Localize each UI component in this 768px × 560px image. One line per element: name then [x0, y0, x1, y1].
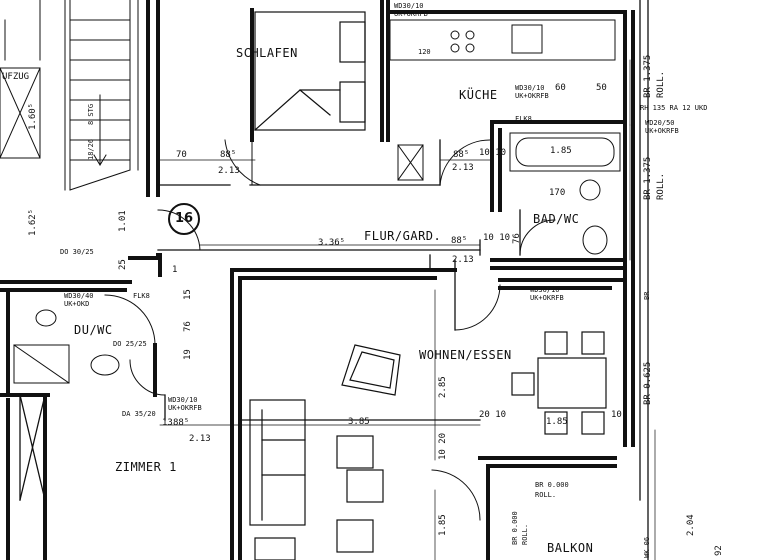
wall-opening-note: UK+OKRFB — [168, 404, 202, 412]
kitchen-counter — [389, 19, 616, 181]
dim-label: 60 — [555, 83, 566, 93]
dim-label: 1.85 — [546, 417, 568, 427]
dim-label: ROLL. — [656, 172, 666, 200]
stair-note: 18/26 — [87, 138, 95, 160]
dim-label: BR 1.375 — [643, 54, 653, 98]
tile-note: FLK8 — [515, 115, 532, 123]
wall-opening-note: WD30/40 — [64, 292, 94, 300]
dim-label: 2.13 — [218, 166, 240, 176]
duct-note: DO 30/25 — [60, 248, 94, 256]
outer-walls — [0, 0, 635, 560]
wall-opening-note: UK+OKRFB — [515, 92, 549, 100]
dim-label: 88⁵ — [453, 150, 470, 160]
dim-label: 3.36⁵ — [318, 238, 346, 248]
dim-label: 1.01 — [118, 210, 128, 232]
dim-label: 2.13 — [452, 255, 474, 265]
dim-label: 13 — [162, 418, 173, 428]
window-note: BR 0.000 — [511, 511, 519, 545]
dim-label: 20 10 — [479, 410, 507, 420]
room-label-balkon: BALKON — [547, 541, 594, 555]
dim-label: 1 — [172, 265, 178, 275]
dim-label: 170 — [549, 188, 566, 198]
dim-label: 1.60⁵ — [28, 102, 38, 130]
dim-label: 10 10 — [479, 148, 507, 158]
dim-label: 50 — [596, 83, 607, 93]
dim-label: 10 10 — [483, 233, 511, 243]
dim-label: 19 — [183, 349, 193, 360]
dim-label: 10 20 — [438, 432, 448, 460]
room-label-schlafen: SCHLAFEN — [236, 46, 298, 60]
wall-opening-note: UK+OKD — [64, 300, 90, 308]
wall-opening-note: WD30/10 — [394, 2, 424, 10]
dim-label: BR 0.625 — [643, 361, 653, 405]
staircase — [64, 0, 139, 191]
wall-opening-note: WD30/10 — [515, 84, 545, 92]
wall-opening-note: UK+OKRFB — [645, 127, 679, 135]
room-label-wohnen: WOHNEN/ESSEN — [419, 348, 512, 362]
doors — [104, 139, 556, 521]
dim-label: 1.62⁵ — [28, 208, 38, 236]
dim-label: 92 — [714, 545, 724, 556]
dim-label: 88⁵ — [220, 150, 237, 160]
wall-opening-note: WD20/50 — [645, 119, 675, 127]
wall-opening-note: WD30/10 — [168, 396, 198, 404]
dim-label: 70 — [176, 150, 187, 160]
room-label-kueche: KÜCHE — [459, 88, 498, 102]
unit-number-badge: 16 — [168, 203, 200, 235]
window-note: ROLL. — [521, 523, 529, 545]
window-note: WK 06 — [643, 536, 651, 558]
interior-lines — [19, 0, 649, 560]
dining-table — [511, 331, 607, 435]
wall-opening-note: UK+OKRFB — [394, 10, 428, 18]
dim-label: 2.13 — [452, 163, 474, 173]
room-label-zimmer: ZIMMER 1 — [115, 460, 177, 474]
shower-wc — [13, 309, 120, 384]
room-label-flur: FLUR/GARD. — [364, 229, 442, 243]
window-note: ROLL. — [535, 491, 557, 499]
armchair — [341, 344, 401, 396]
wall-opening-note: UK+OKRFB — [530, 294, 564, 302]
dim-label: 2.85 — [438, 376, 448, 398]
window-note: BR — [643, 291, 651, 300]
dim-label: 1.85 — [550, 146, 572, 156]
dim-label: 2.13 — [189, 434, 211, 444]
dim-label: 15 — [183, 289, 193, 300]
dim-label: 25 — [118, 259, 128, 270]
bathtub — [509, 132, 621, 255]
dim-label: ROLL. — [656, 70, 666, 98]
sofa — [249, 399, 384, 560]
room-label-bad: BAD/WC — [533, 212, 580, 226]
dimension-lines — [159, 59, 656, 560]
tile-note: FLK8 — [133, 292, 150, 300]
duct-note: DO 25/25 — [113, 340, 147, 348]
elevator-shaft — [0, 0, 41, 159]
dim-label: BR 1.375 — [643, 156, 653, 200]
dim-label: 3.85 — [348, 417, 370, 427]
wall-opening-note: WD30/10 — [530, 286, 560, 294]
window-note: RH 135 RA 12 UKD — [640, 104, 708, 112]
dim-label: 1.85 — [438, 514, 448, 536]
room-label-aufzug: UFZUG — [2, 72, 30, 82]
bed — [254, 11, 366, 131]
dim-label: 120 — [418, 48, 431, 56]
dim-label: 88⁵ — [173, 418, 190, 428]
dim-label: 2.04 — [686, 514, 696, 536]
dim-label: 76 — [512, 233, 522, 244]
dim-label: 10 — [611, 410, 622, 420]
dim-label: 76 — [183, 321, 193, 332]
duct-note: DA 35/20 — [122, 410, 156, 418]
room-label-du: DU/WC — [74, 323, 113, 337]
window-note: BR 0.000 — [535, 481, 569, 489]
dim-label: 88⁵ — [451, 236, 468, 246]
stair-note: 8 STG — [87, 103, 95, 125]
